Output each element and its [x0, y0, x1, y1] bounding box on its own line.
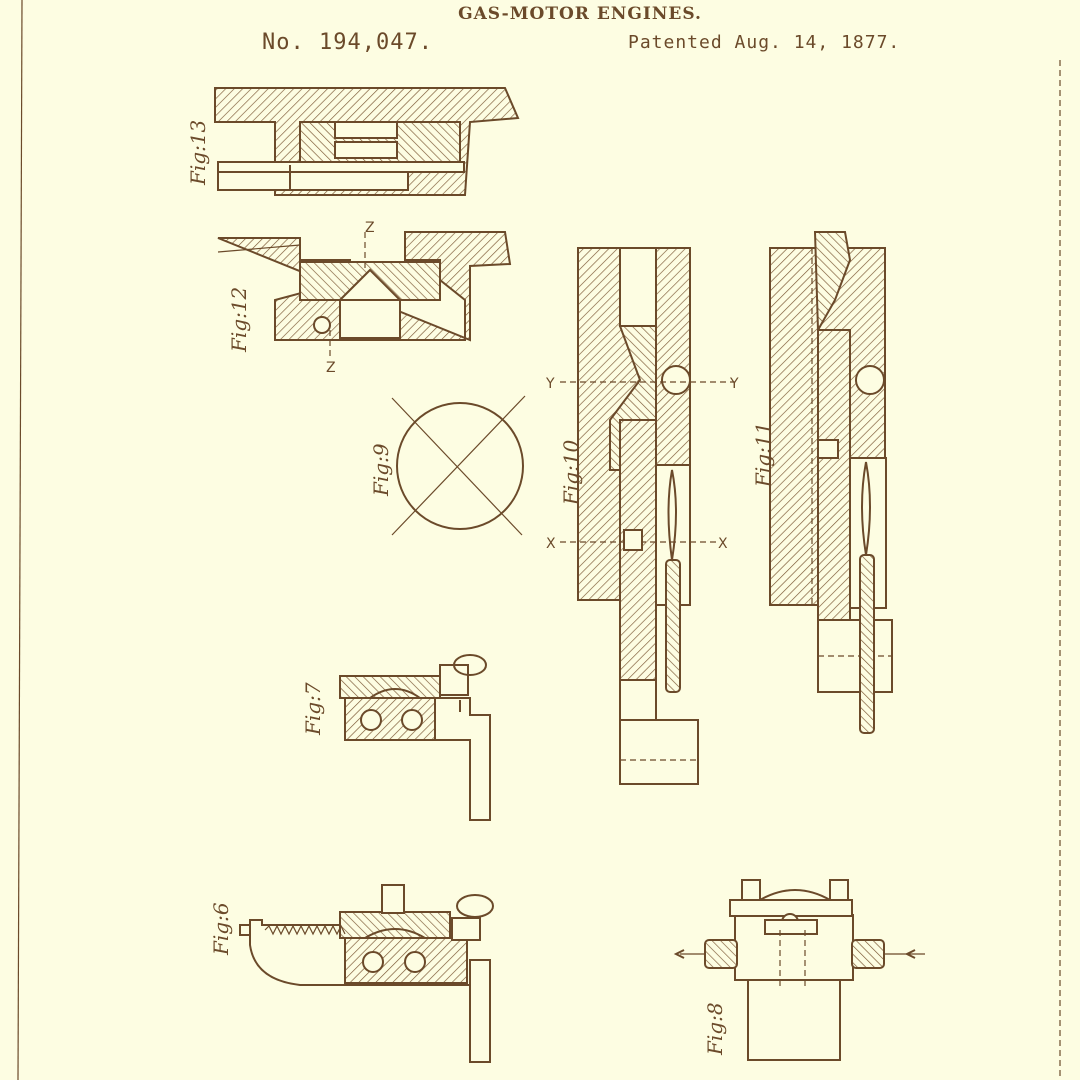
figure-9: [391, 395, 526, 536]
figure-11: [769, 231, 893, 734]
figure-6: [239, 884, 494, 1063]
figure-8: [673, 879, 925, 1061]
fig-12-label: Fig:12: [227, 287, 251, 353]
section-mark-z-top: Z: [365, 220, 375, 236]
fig-9-label: Fig:9: [369, 443, 393, 497]
patent-number: No. 194,047.: [262, 30, 433, 55]
figure-10: Y Y X X: [545, 247, 739, 785]
figure-13: [214, 87, 520, 196]
section-mark-y-left: Y: [545, 376, 555, 392]
patent-date: Patented Aug. 14, 1877.: [628, 32, 901, 53]
fig-11-label: Fig:11: [751, 422, 775, 488]
section-mark-x-right: X: [718, 536, 728, 552]
figure-7: [339, 654, 491, 821]
fig-6-label: Fig:6: [209, 902, 233, 956]
section-mark-y-right: Y: [729, 376, 739, 392]
left-border-line: [17, 0, 23, 1080]
section-mark-z-bottom: Z: [326, 360, 336, 376]
fig-7-label: Fig:7: [301, 682, 325, 736]
fig-8-label: Fig:8: [703, 1002, 727, 1056]
patent-title: GAS-MOTOR ENGINES.: [458, 4, 702, 24]
figure-12: Z Z: [217, 220, 512, 376]
fig-13-label: Fig:13: [186, 120, 210, 186]
section-mark-x-left: X: [546, 536, 556, 552]
fig-10-label: Fig:10: [559, 439, 583, 506]
